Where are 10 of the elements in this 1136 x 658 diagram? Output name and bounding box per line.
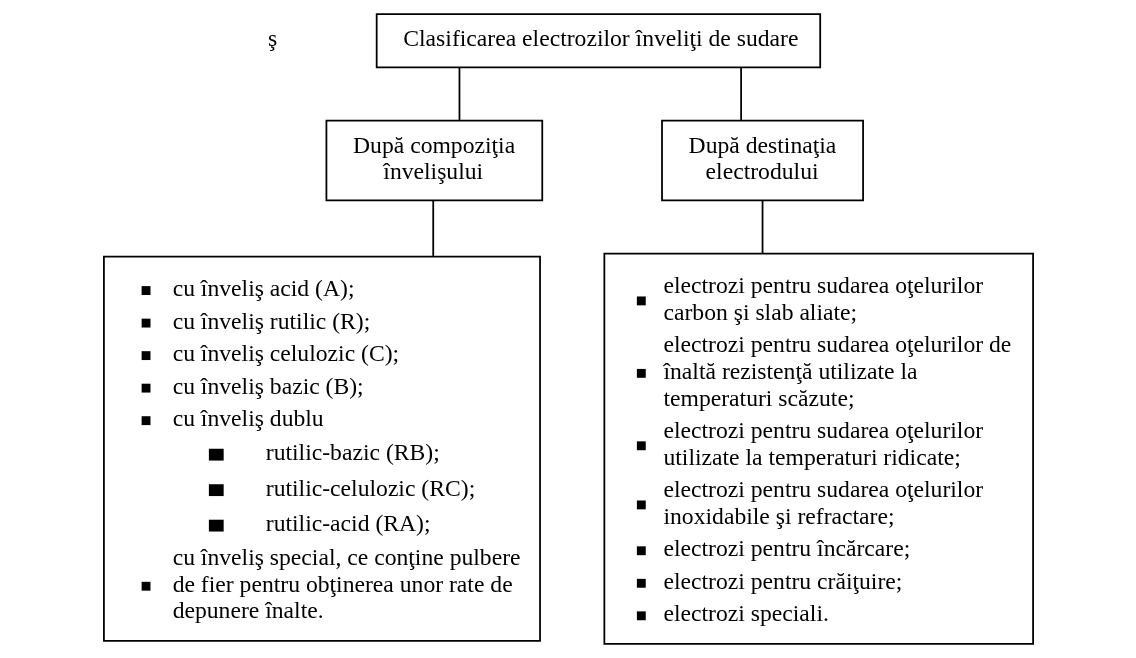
connector — [761, 199, 763, 255]
connector — [458, 67, 460, 122]
connector — [739, 67, 742, 122]
node-box: cu înveliş acid (A); cu înveliş rutilic (R); cu înveliş celulozic (C); cu înveliş bazic (B); cu înveliş dublu rutilic-bazic (RB); rutilic-celulozic (RC); rutilic-acid (RA); cu înveliş special, ce conţine pulbere de fier pentru obţinerea unor rate de depunere înalte. — [102, 255, 541, 642]
node-box: După compoziţia învelişului — [325, 119, 543, 202]
node-box: Clasificarea electrozilor înveliţi de sudare — [375, 13, 821, 69]
connector — [431, 199, 434, 258]
label: ş — [267, 25, 277, 52]
node-box: electrozi pentru sudarea oţelurilor carbon şi slab aliate; electrozi pentru sudarea oţelurilor de înaltă rezistenţă utilizate la temperaturi scăzute; electrozi pentru sudarea oţelurilor utilizate la temperaturi ridicate; electrozi pentru sudarea oţelurilor inoxidabile şi refractare; electrozi pentru încărcare; electrozi pentru crăiţuire; electrozi speciali. — [602, 252, 1034, 645]
node-box: După destinaţia electrodului — [660, 119, 864, 202]
